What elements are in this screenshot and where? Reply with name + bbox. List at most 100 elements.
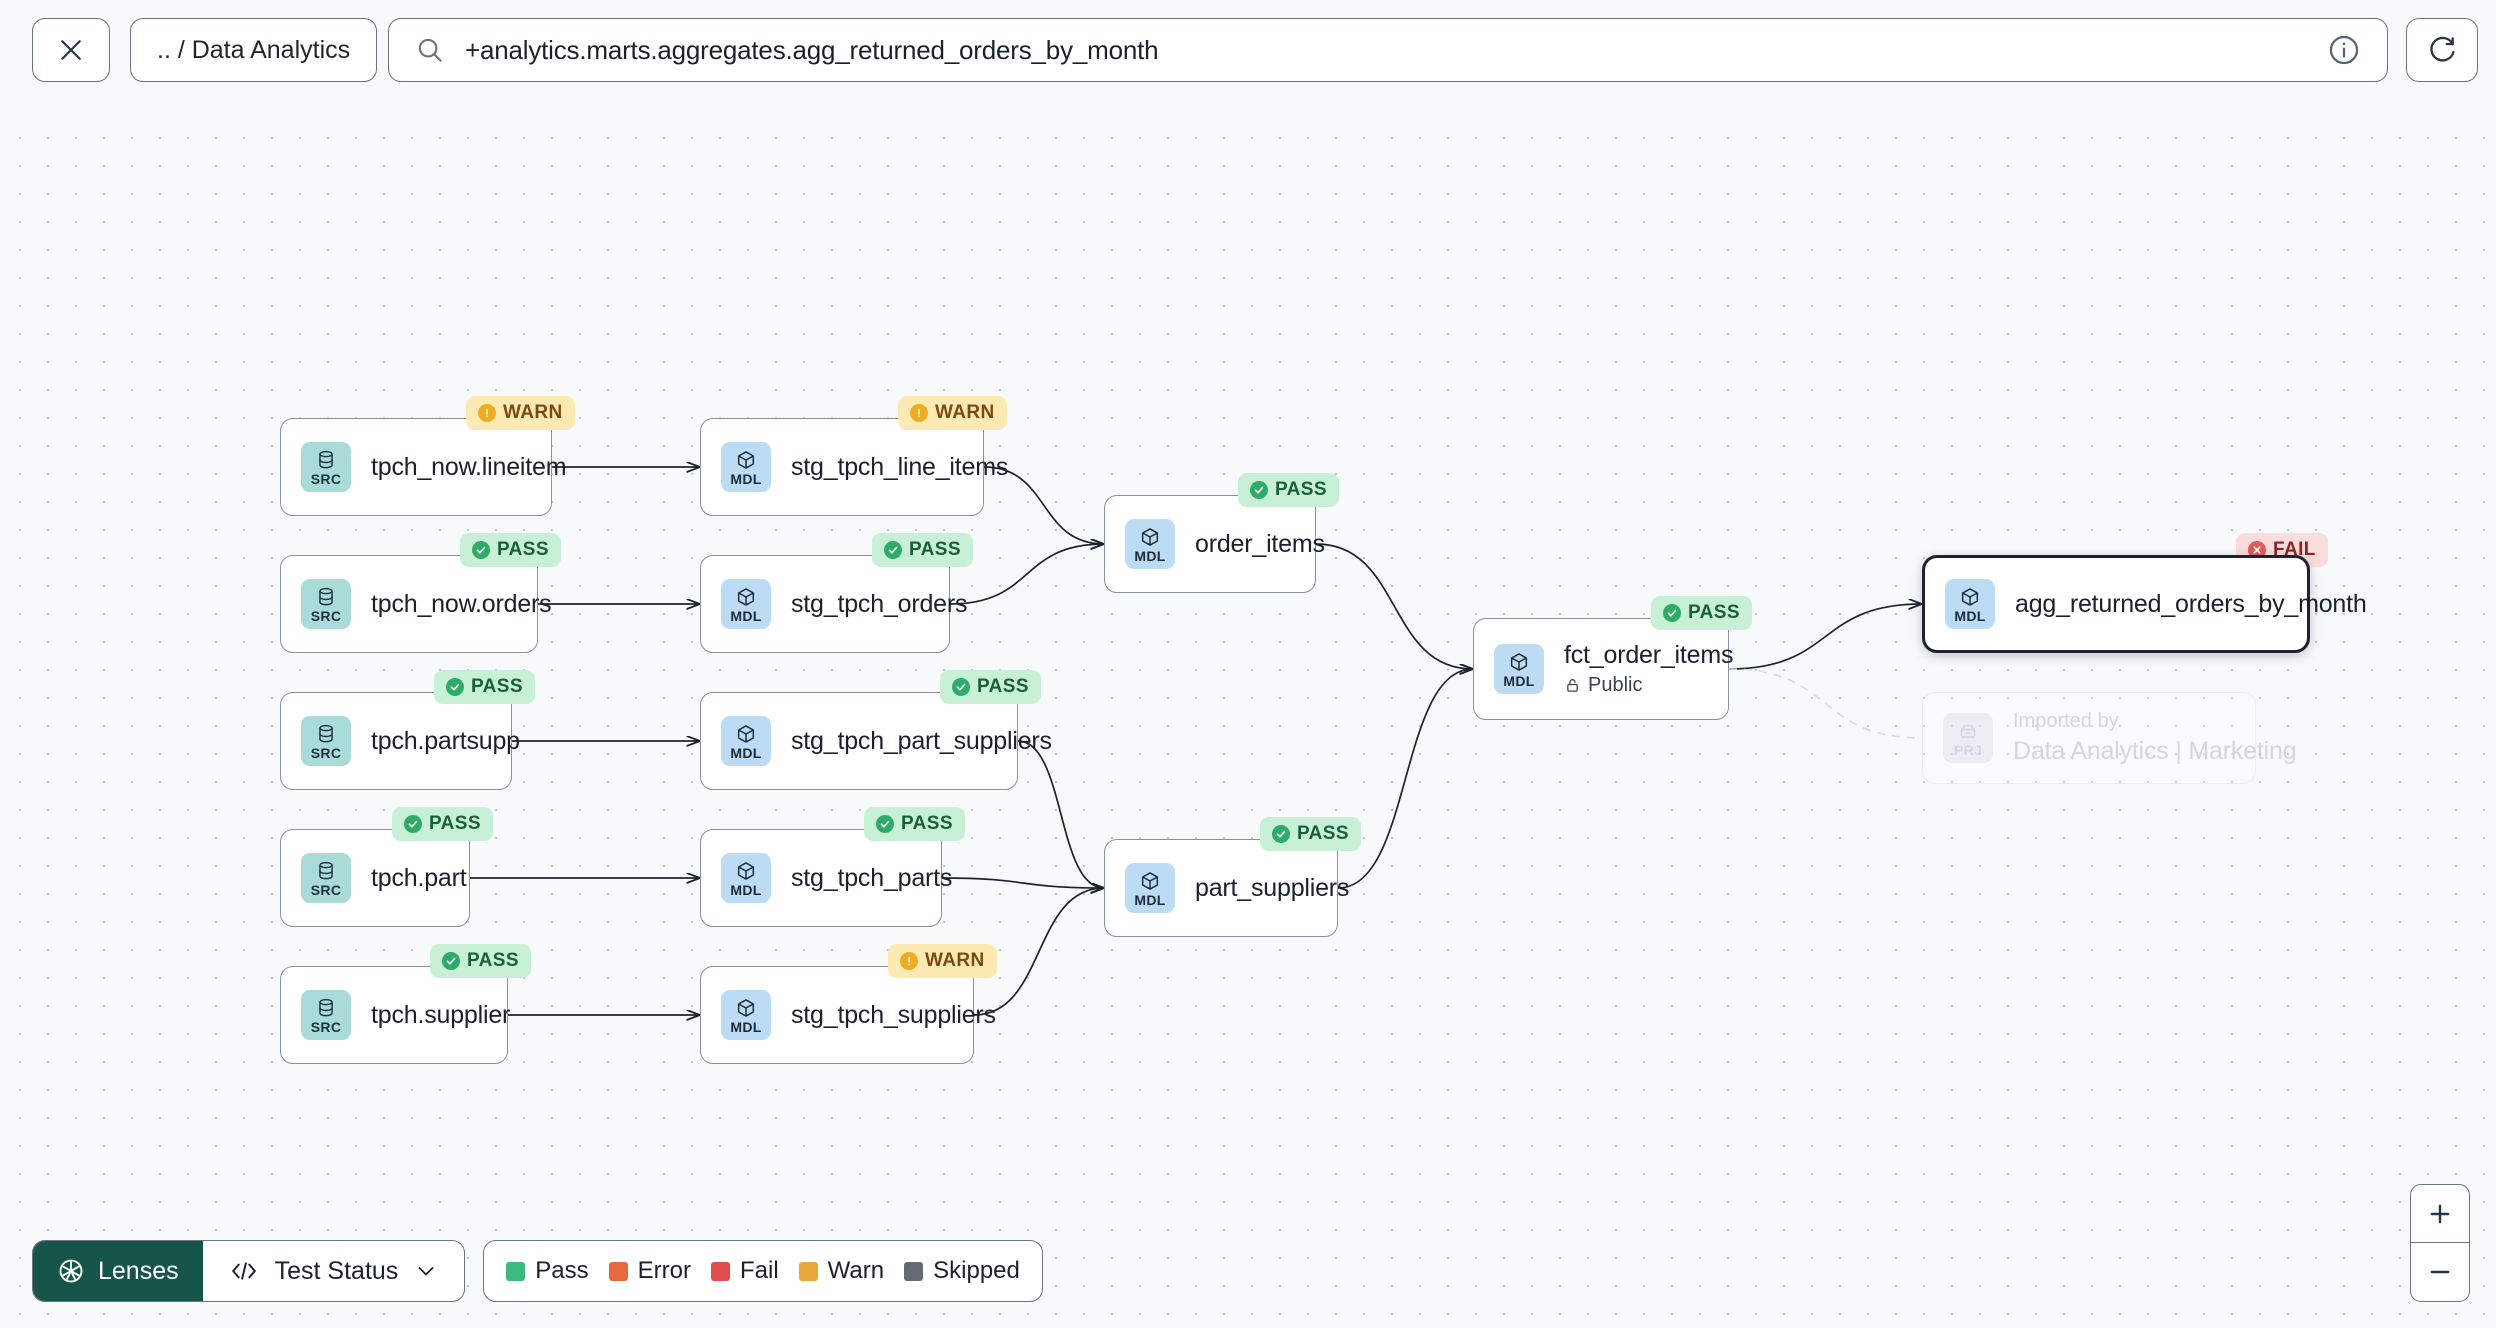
legend-item-error[interactable]: Error — [608, 1257, 691, 1285]
node-type-text: MDL — [1134, 891, 1166, 908]
legend-label: Error — [637, 1257, 691, 1284]
graph-node-stg_tpch_part_suppliers[interactable]: MDL stg_tpch_part_suppliers — [700, 692, 1052, 790]
node-text: stg_tpch_line_items — [791, 453, 1008, 482]
database-icon — [319, 724, 333, 742]
status-dot — [404, 815, 422, 833]
status-dot — [952, 678, 970, 696]
node-type-text: MDL — [730, 881, 762, 898]
status-dot — [884, 541, 902, 559]
node-label: order_items — [1195, 529, 1325, 558]
lenses-button[interactable]: Lenses — [33, 1241, 203, 1301]
node-type-badge-mdl: MDL — [721, 853, 771, 903]
status-dot — [1272, 825, 1290, 843]
node-text: tpch.supplier — [371, 1000, 511, 1030]
status-badge-pass: PASS — [434, 670, 535, 704]
cube-icon — [737, 861, 755, 880]
graph-node-tpch_now_lineitem[interactable]: SRC tpch_now.lineitem — [280, 418, 567, 516]
node-type-text: MDL — [730, 1018, 762, 1035]
close-button[interactable] — [32, 18, 110, 82]
node-label: Data Analytics | Marketing — [2013, 737, 2297, 765]
legend-label: Warn — [827, 1257, 885, 1284]
node-label: part_suppliers — [1195, 873, 1350, 902]
node-type-text: MDL — [1503, 672, 1535, 689]
status-dot — [910, 404, 928, 422]
status-badge-warn: WARN — [888, 944, 997, 978]
node-type-text: MDL — [730, 470, 762, 487]
status-badge-pass: PASS — [872, 533, 973, 567]
status-dot — [1250, 481, 1268, 499]
node-type-text: SRC — [310, 470, 342, 487]
status-dot — [446, 678, 464, 696]
node-label: tpch_now.lineitem — [371, 452, 567, 481]
legend-item-pass[interactable]: Pass — [506, 1257, 589, 1285]
legend-item-fail[interactable]: Fail — [711, 1257, 779, 1285]
zoom-controls — [2410, 1184, 2470, 1302]
plus-icon — [2430, 1204, 2450, 1223]
status-badge-pass: PASS — [1651, 596, 1752, 630]
status-badge-pass: PASS — [460, 533, 561, 567]
status-dot — [900, 952, 918, 970]
graph-node-stg_tpch_suppliers[interactable]: MDL stg_tpch_suppliers — [700, 966, 996, 1064]
project-icon — [1960, 724, 1976, 738]
database-icon — [319, 587, 333, 605]
node-label: stg_tpch_orders — [791, 589, 968, 618]
refresh-button[interactable] — [2406, 18, 2478, 82]
cube-icon — [1141, 871, 1159, 890]
node-text: Imported by Data Analytics | Marketing — [2013, 710, 2297, 766]
search-input[interactable]: +analytics.marts.aggregates.agg_returned… — [388, 18, 2388, 82]
cube-icon — [1961, 587, 1979, 606]
status-badge-pass: PASS — [940, 670, 1041, 704]
status-badge-pass: PASS — [1238, 473, 1339, 507]
graph-node-tpch_now_orders[interactable]: SRC tpch_now.orders — [280, 555, 552, 653]
chevron-down-icon — [418, 1267, 434, 1276]
status-label: PASS — [977, 676, 1029, 697]
node-text: stg_tpch_part_suppliers — [791, 727, 1052, 756]
edge-order_items-to-fct_order_items — [1315, 543, 1473, 669]
node-text: tpch.partsupp — [371, 726, 520, 756]
legend-item-warn[interactable]: Warn — [798, 1257, 885, 1285]
zoom-in-button[interactable] — [2411, 1185, 2469, 1243]
legend-swatch — [506, 1261, 526, 1281]
bottom-toolbar: Lenses Test Status Pass Error Fail Warn Skip… — [32, 1240, 1043, 1302]
node-label: tpch.supplier — [371, 1000, 511, 1029]
legend-item-skipped[interactable]: Skipped — [904, 1257, 1020, 1285]
edge-fct_order_items-to-imported_by_prj — [1728, 668, 1923, 739]
status-dot — [1663, 604, 1681, 622]
node-text: agg_returned_orders_by_month — [2015, 590, 2367, 619]
status-badge-pass: PASS — [430, 944, 531, 978]
node-type-badge-mdl: MDL — [721, 716, 771, 766]
node-text: stg_tpch_suppliers — [791, 1001, 996, 1030]
node-type-badge-mdl: MDL — [1125, 863, 1175, 913]
info-icon[interactable] — [2327, 33, 2361, 67]
test-status-dropdown[interactable]: Test Status — [202, 1241, 465, 1301]
node-type-badge-mdl: MDL — [721, 579, 771, 629]
zoom-out-button[interactable] — [2411, 1243, 2469, 1301]
node-label: tpch_now.orders — [371, 589, 552, 618]
graph-node-stg_tpch_line_items[interactable]: MDL stg_tpch_line_items — [700, 418, 1008, 516]
breadcrumb[interactable]: .. / Data Analytics — [130, 18, 378, 82]
node-type-badge-mdl: MDL — [721, 990, 771, 1040]
status-badge-warn: WARN — [898, 396, 1007, 430]
status-label: PASS — [1275, 479, 1327, 500]
edge-fct_order_items-to-agg_returned_orders_by_month — [1728, 604, 1922, 670]
status-legend: Pass Error Fail Warn Skipped — [483, 1240, 1043, 1302]
node-type-text: SRC — [310, 881, 342, 898]
node-label-top: Imported by — [2013, 710, 2119, 732]
node-label: fct_order_items — [1564, 641, 1734, 669]
node-label: tpch.partsupp — [371, 726, 520, 755]
status-badge-pass: PASS — [1260, 817, 1361, 851]
graph-node-part_suppliers[interactable]: MDL part_suppliers — [1104, 839, 1350, 937]
node-type-badge-src: SRC — [301, 579, 351, 629]
node-type-badge-mdl: MDL — [1494, 644, 1544, 694]
cube-icon — [1141, 527, 1159, 546]
graph-node-stg_tpch_orders[interactable]: MDL stg_tpch_orders — [700, 555, 968, 653]
